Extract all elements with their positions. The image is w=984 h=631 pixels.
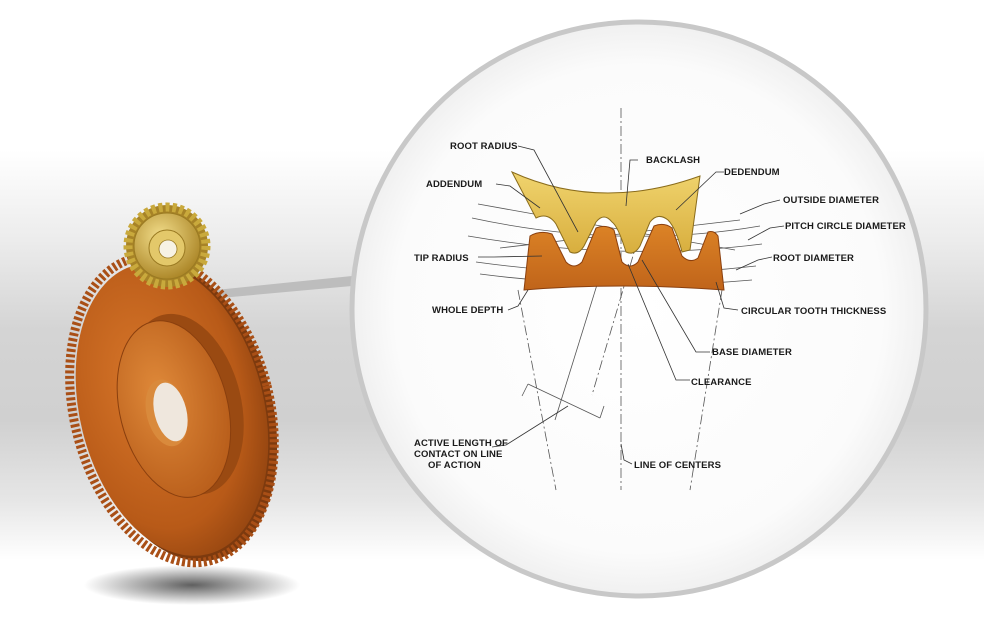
label-outside-diameter: OUTSIDE DIAMETER xyxy=(783,195,879,206)
label-active-length-line3: OF ACTION xyxy=(428,460,481,471)
label-backlash: BACKLASH xyxy=(646,155,700,166)
leader-lines xyxy=(478,145,785,465)
label-root-radius: ROOT RADIUS xyxy=(450,141,518,152)
label-circular-tooth-thickness: CIRCULAR TOOTH THICKNESS xyxy=(741,306,886,317)
lower-gear-teeth xyxy=(523,223,725,291)
label-dedendum: DEDENDUM xyxy=(724,167,780,178)
label-whole-depth: WHOLE DEPTH xyxy=(432,305,503,316)
label-root-diameter: ROOT DIAMETER xyxy=(773,253,854,264)
label-active-length-line1: ACTIVE LENGTH OF xyxy=(414,438,508,449)
large-gear xyxy=(65,251,279,568)
label-clearance: CLEARANCE xyxy=(691,377,752,388)
label-base-diameter: BASE DIAMETER xyxy=(712,347,792,358)
magnifier-connector xyxy=(196,276,352,300)
gear-shadow xyxy=(84,565,300,605)
label-addendum: ADDENDUM xyxy=(426,179,482,190)
label-tip-radius: TIP RADIUS xyxy=(414,253,469,264)
small-pinion-gear xyxy=(123,202,211,290)
label-line-of-centers: LINE OF CENTERS xyxy=(634,460,721,471)
upper-gear-teeth xyxy=(510,170,701,254)
magnifier-circle xyxy=(349,19,929,599)
label-active-length-line2: CONTACT ON LINE xyxy=(414,449,502,460)
label-pitch-circle-diameter: PITCH CIRCLE DIAMETER xyxy=(785,221,906,232)
